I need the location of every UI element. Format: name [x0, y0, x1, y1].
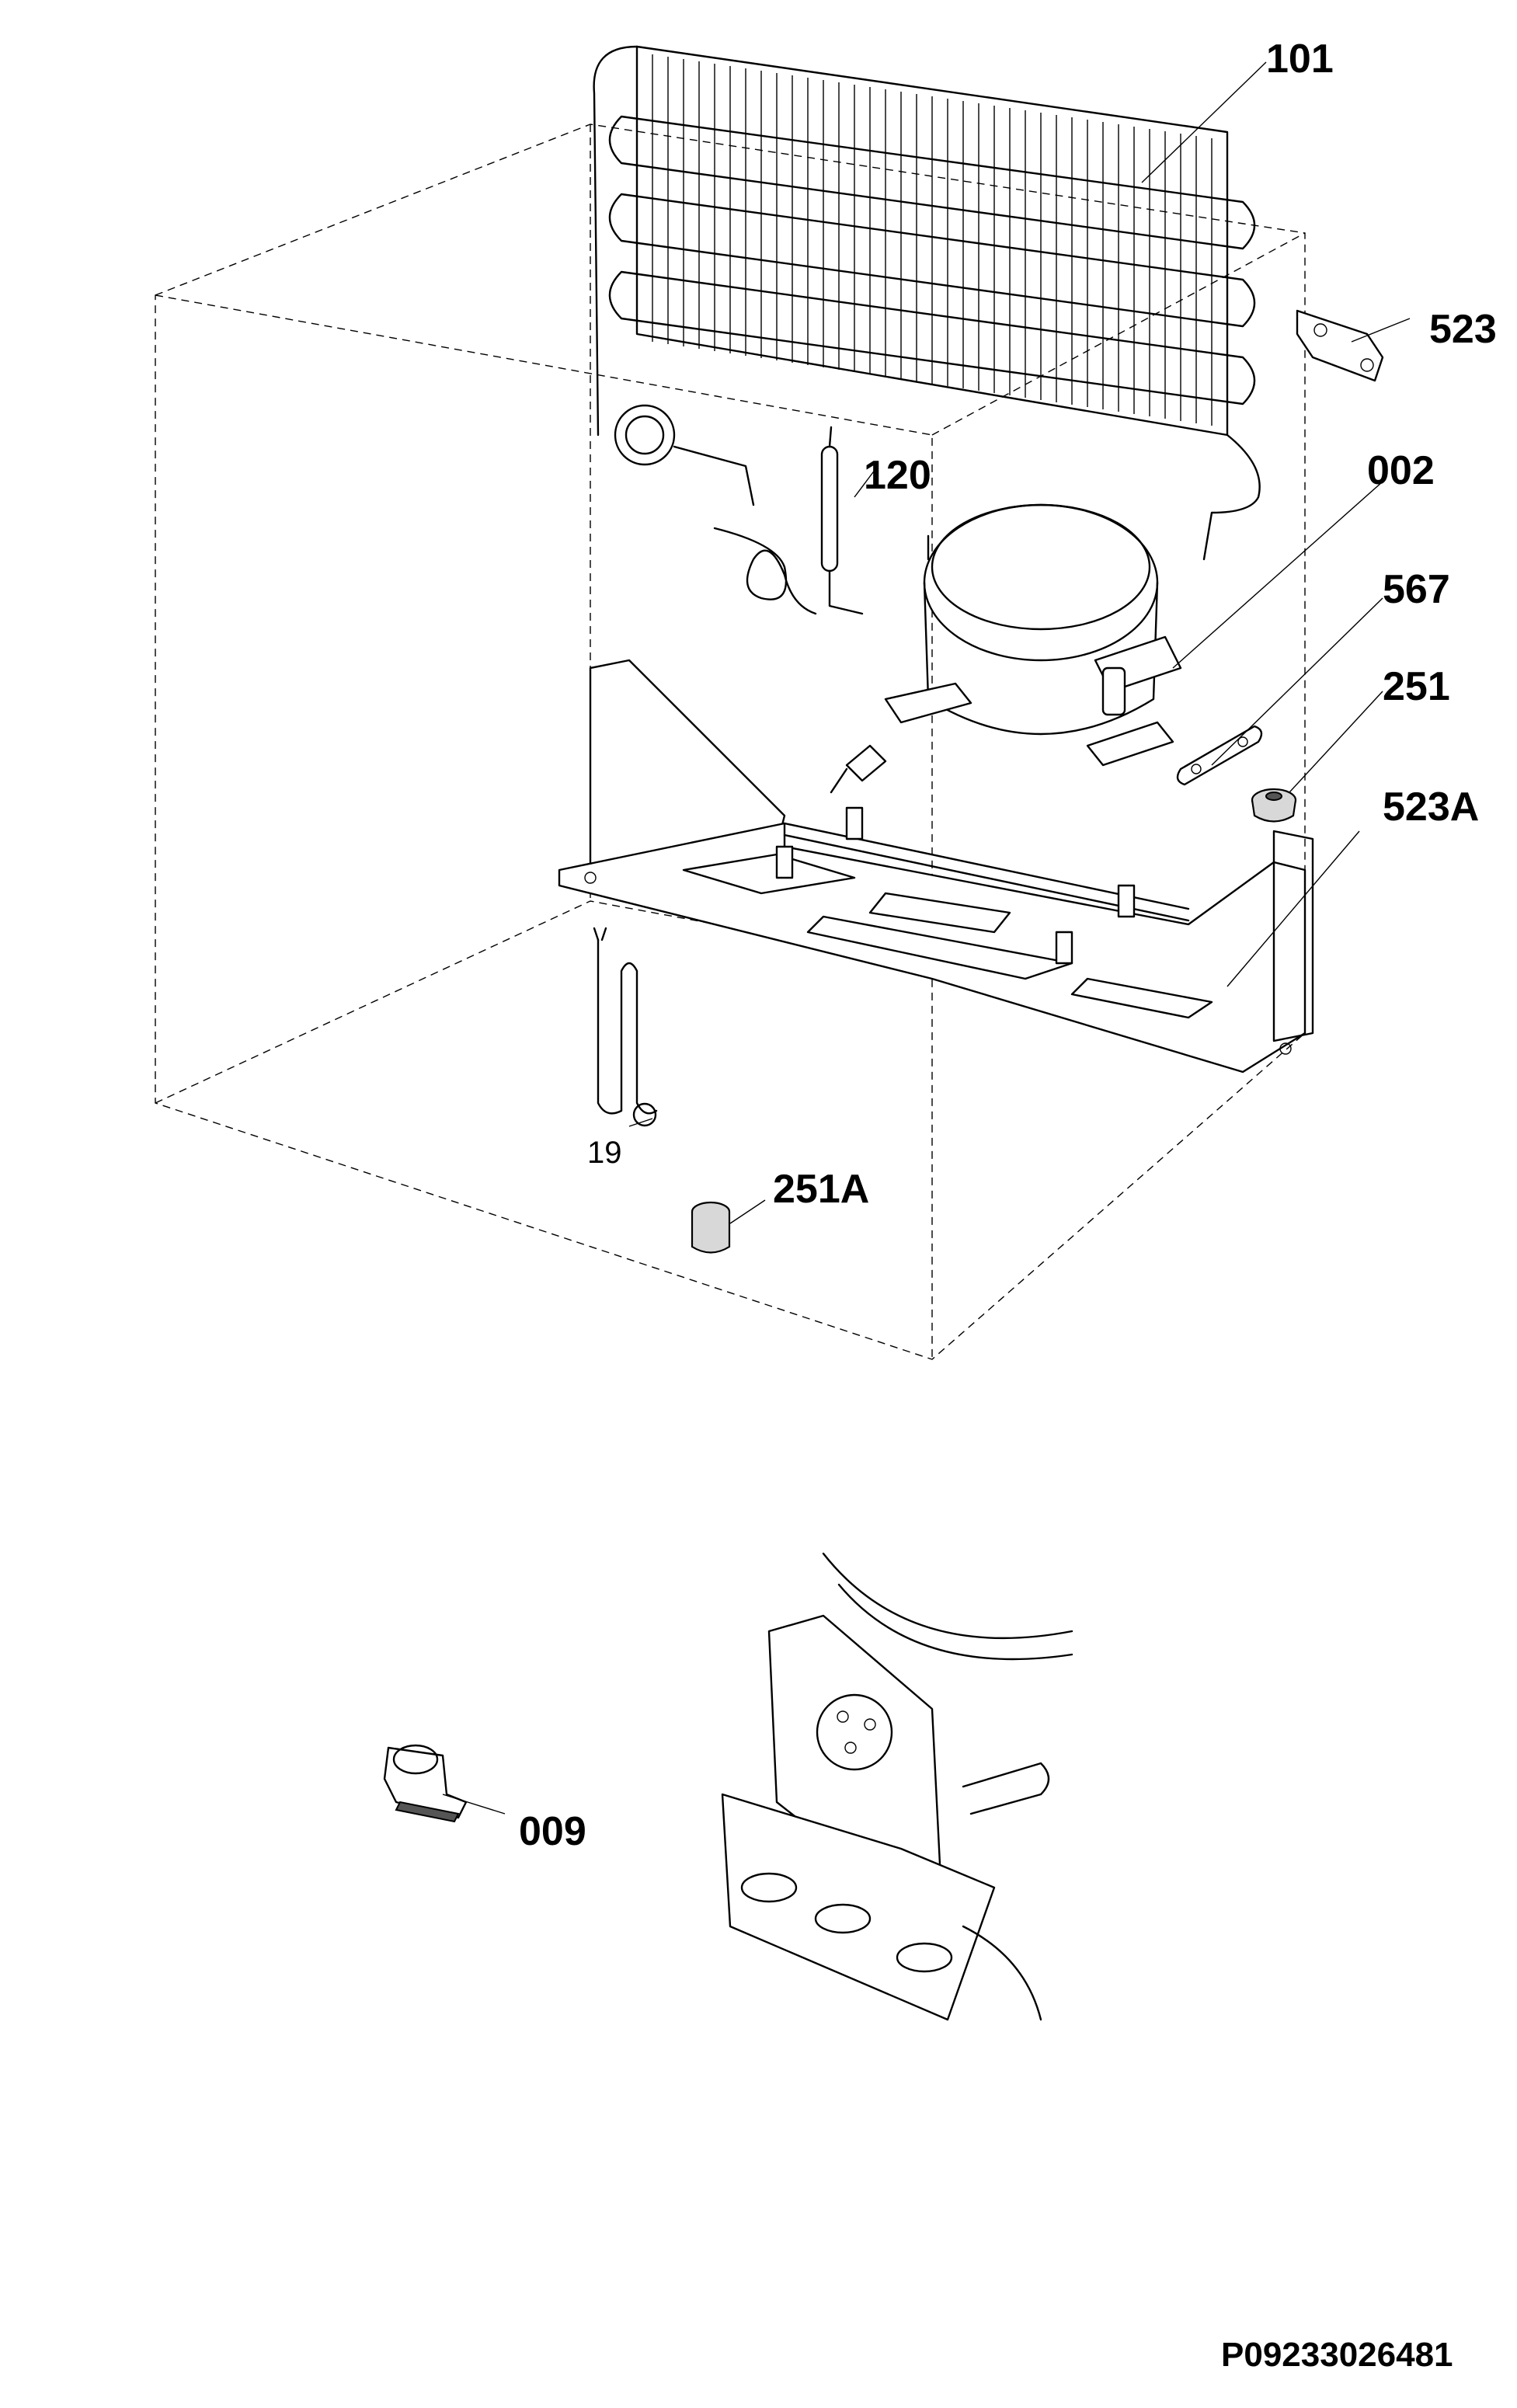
callout-567: 567	[1383, 567, 1450, 612]
callout-002: 002	[1367, 448, 1435, 493]
callout-101: 101	[1266, 37, 1334, 82]
callout-523A: 523A	[1383, 785, 1480, 830]
rail-567	[1176, 725, 1263, 786]
callout-009: 009	[519, 1809, 586, 1854]
compressor	[884, 503, 1182, 767]
grommet-251a	[691, 1201, 731, 1254]
base-frame	[558, 659, 1314, 1074]
leader-lines	[442, 61, 1411, 1815]
heater	[593, 927, 658, 1127]
relay-clip	[383, 1744, 468, 1823]
callout-19: 19	[587, 1136, 622, 1170]
callout-523: 523	[1429, 307, 1497, 352]
mounting-plate-523	[1296, 309, 1384, 382]
condenser	[593, 45, 1261, 561]
detail-view	[721, 1552, 1073, 2021]
callout-251A: 251A	[773, 1167, 870, 1212]
document-number: P09233026481	[1221, 2336, 1453, 2374]
dryer-filter	[713, 426, 864, 615]
grommet-251	[1251, 788, 1297, 823]
callout-120: 120	[864, 453, 931, 498]
callout-251: 251	[1383, 664, 1450, 709]
